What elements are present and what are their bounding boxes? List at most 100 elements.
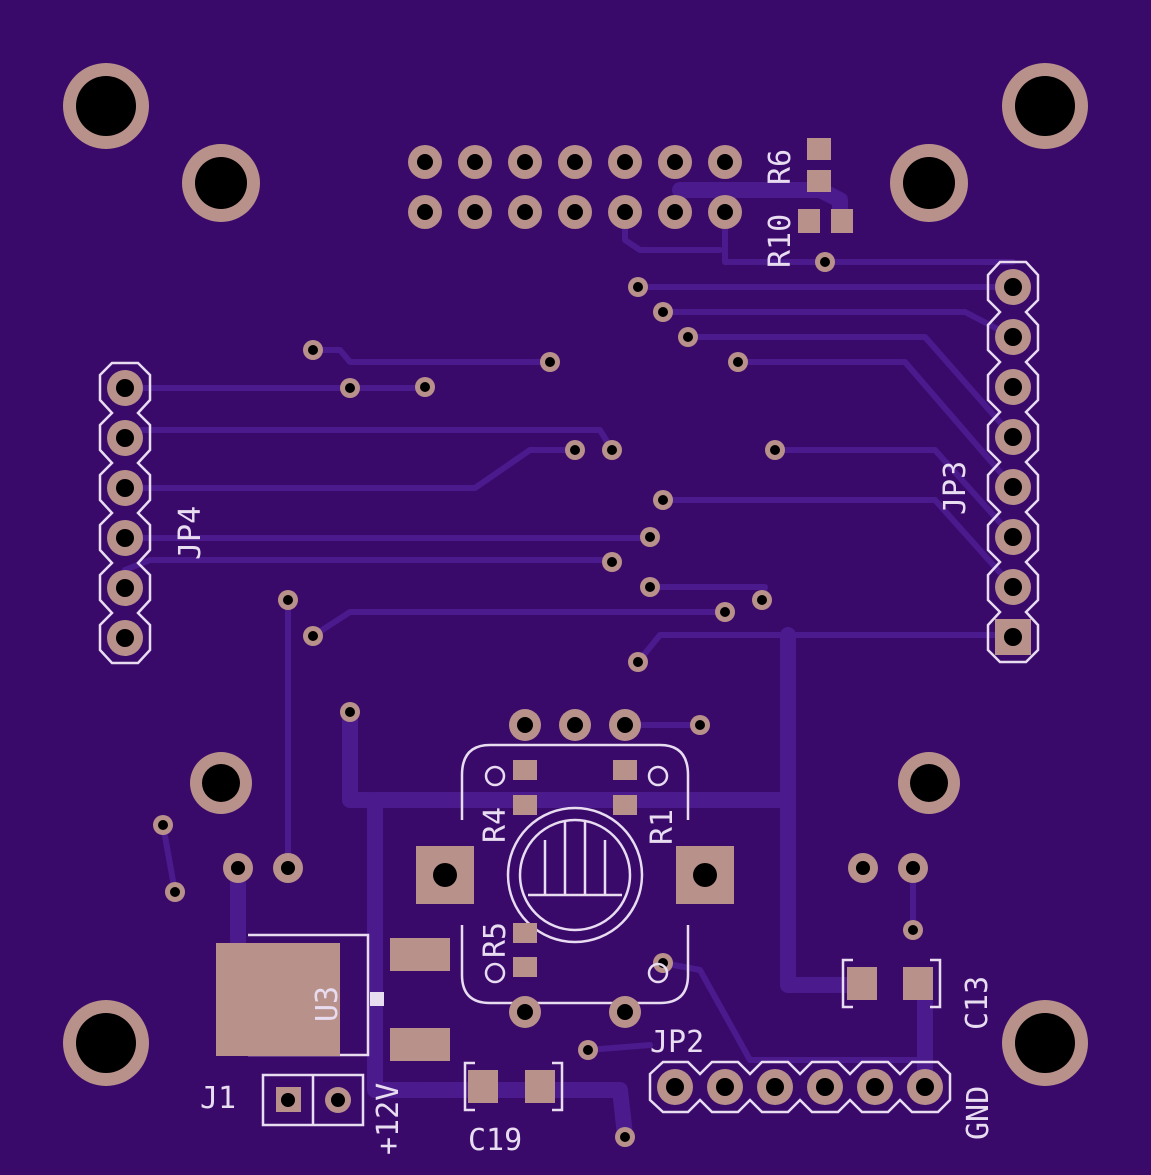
header-pin <box>708 195 742 229</box>
jp3-pin <box>995 469 1031 505</box>
via <box>602 552 622 572</box>
label-plus12v: +12V <box>371 1083 406 1155</box>
resistor-r1: R1 <box>613 760 680 845</box>
encoder-pin <box>509 709 541 741</box>
regulator-u3: U3 <box>216 933 450 1061</box>
label-u3: U3 <box>310 986 345 1022</box>
encoder-shaft <box>518 818 632 932</box>
via <box>303 340 323 360</box>
jp2-outline <box>648 1060 952 1114</box>
jp4-pin <box>107 520 143 556</box>
jp3-pin <box>995 569 1031 605</box>
jp3-pin-square <box>995 619 1031 655</box>
u3-pin1-marker <box>370 992 384 1006</box>
label-r10: R10 <box>763 214 798 268</box>
mounting-hole <box>63 1000 149 1086</box>
connector-jp2: JP2 GND <box>648 1025 996 1140</box>
label-r1: R1 <box>645 809 680 845</box>
resistor-r4: R4 <box>478 760 537 843</box>
jp3-pin <box>995 269 1031 305</box>
via <box>628 652 648 672</box>
header-2x7 <box>408 145 742 229</box>
via <box>690 715 710 735</box>
label-jp2: JP2 <box>650 1025 704 1060</box>
via <box>340 378 360 398</box>
encoder-pin <box>509 996 541 1028</box>
encoder-shaft-ring <box>506 806 644 944</box>
power-jack-j1: J1 +12V <box>200 1073 406 1155</box>
via <box>602 440 622 460</box>
header-pin <box>658 145 692 179</box>
via <box>303 626 323 646</box>
u3-tab <box>216 943 340 1056</box>
label-jp4: JP4 <box>173 506 208 560</box>
header-pin <box>408 195 442 229</box>
via <box>653 302 673 322</box>
label-j1: J1 <box>200 1081 236 1116</box>
encoder-pin <box>609 996 641 1028</box>
via <box>903 920 923 940</box>
mounting-hole <box>890 144 968 222</box>
mounting-hole <box>1002 63 1088 149</box>
header-pin <box>408 145 442 179</box>
th-pad <box>848 853 878 883</box>
via <box>165 882 185 902</box>
via <box>415 377 435 397</box>
via <box>565 440 585 460</box>
u3-pin <box>390 938 450 971</box>
jp2-pin <box>707 1069 743 1105</box>
header-pin <box>558 195 592 229</box>
header-pin <box>658 195 692 229</box>
capacitor-c13: C13 <box>841 958 995 1030</box>
jp3-pin <box>995 519 1031 555</box>
jp3-pin <box>995 319 1031 355</box>
label-gnd: GND <box>961 1086 996 1140</box>
via <box>678 327 698 347</box>
label-c13: C13 <box>960 976 995 1030</box>
via <box>640 527 660 547</box>
resistor-r5: R5 <box>478 922 669 984</box>
encoder-mount-pad <box>676 846 734 904</box>
label-r6: R6 <box>763 149 798 185</box>
header-pin <box>558 145 592 179</box>
connector-jp3: JP3 <box>938 260 1040 664</box>
via <box>765 440 785 460</box>
u3-pin <box>390 1028 450 1061</box>
via <box>578 1040 598 1060</box>
via <box>628 277 648 297</box>
resistor-r6: R6 <box>763 138 831 192</box>
header-pin <box>458 195 492 229</box>
encoder-mount-pad <box>416 846 474 904</box>
th-pad <box>898 853 928 883</box>
resistor-r10: R10 <box>763 209 853 268</box>
header-pin <box>508 195 542 229</box>
via <box>815 252 835 272</box>
via <box>340 702 360 722</box>
jp4-pin <box>107 370 143 406</box>
label-jp3: JP3 <box>938 461 973 515</box>
mounting-hole <box>190 752 252 814</box>
mounting-hole <box>63 63 149 149</box>
via <box>752 590 772 610</box>
jp4-outline <box>98 361 152 665</box>
jp2-pin <box>657 1069 693 1105</box>
jp4-pin <box>107 470 143 506</box>
header-pin <box>458 145 492 179</box>
via <box>728 352 748 372</box>
via <box>653 490 673 510</box>
th-pad <box>223 853 253 883</box>
jp3-outline <box>986 260 1040 664</box>
jp4-pin <box>107 570 143 606</box>
via <box>540 352 560 372</box>
header-pin <box>608 145 642 179</box>
header-pin <box>708 145 742 179</box>
header-pin <box>608 195 642 229</box>
c13-th-pads <box>848 853 928 883</box>
connector-jp4: JP4 <box>98 361 208 665</box>
jp2-pin <box>807 1069 843 1105</box>
via <box>278 590 298 610</box>
vias <box>153 252 923 1147</box>
jp3-pin <box>995 419 1031 455</box>
u3-input-pads <box>223 853 303 883</box>
